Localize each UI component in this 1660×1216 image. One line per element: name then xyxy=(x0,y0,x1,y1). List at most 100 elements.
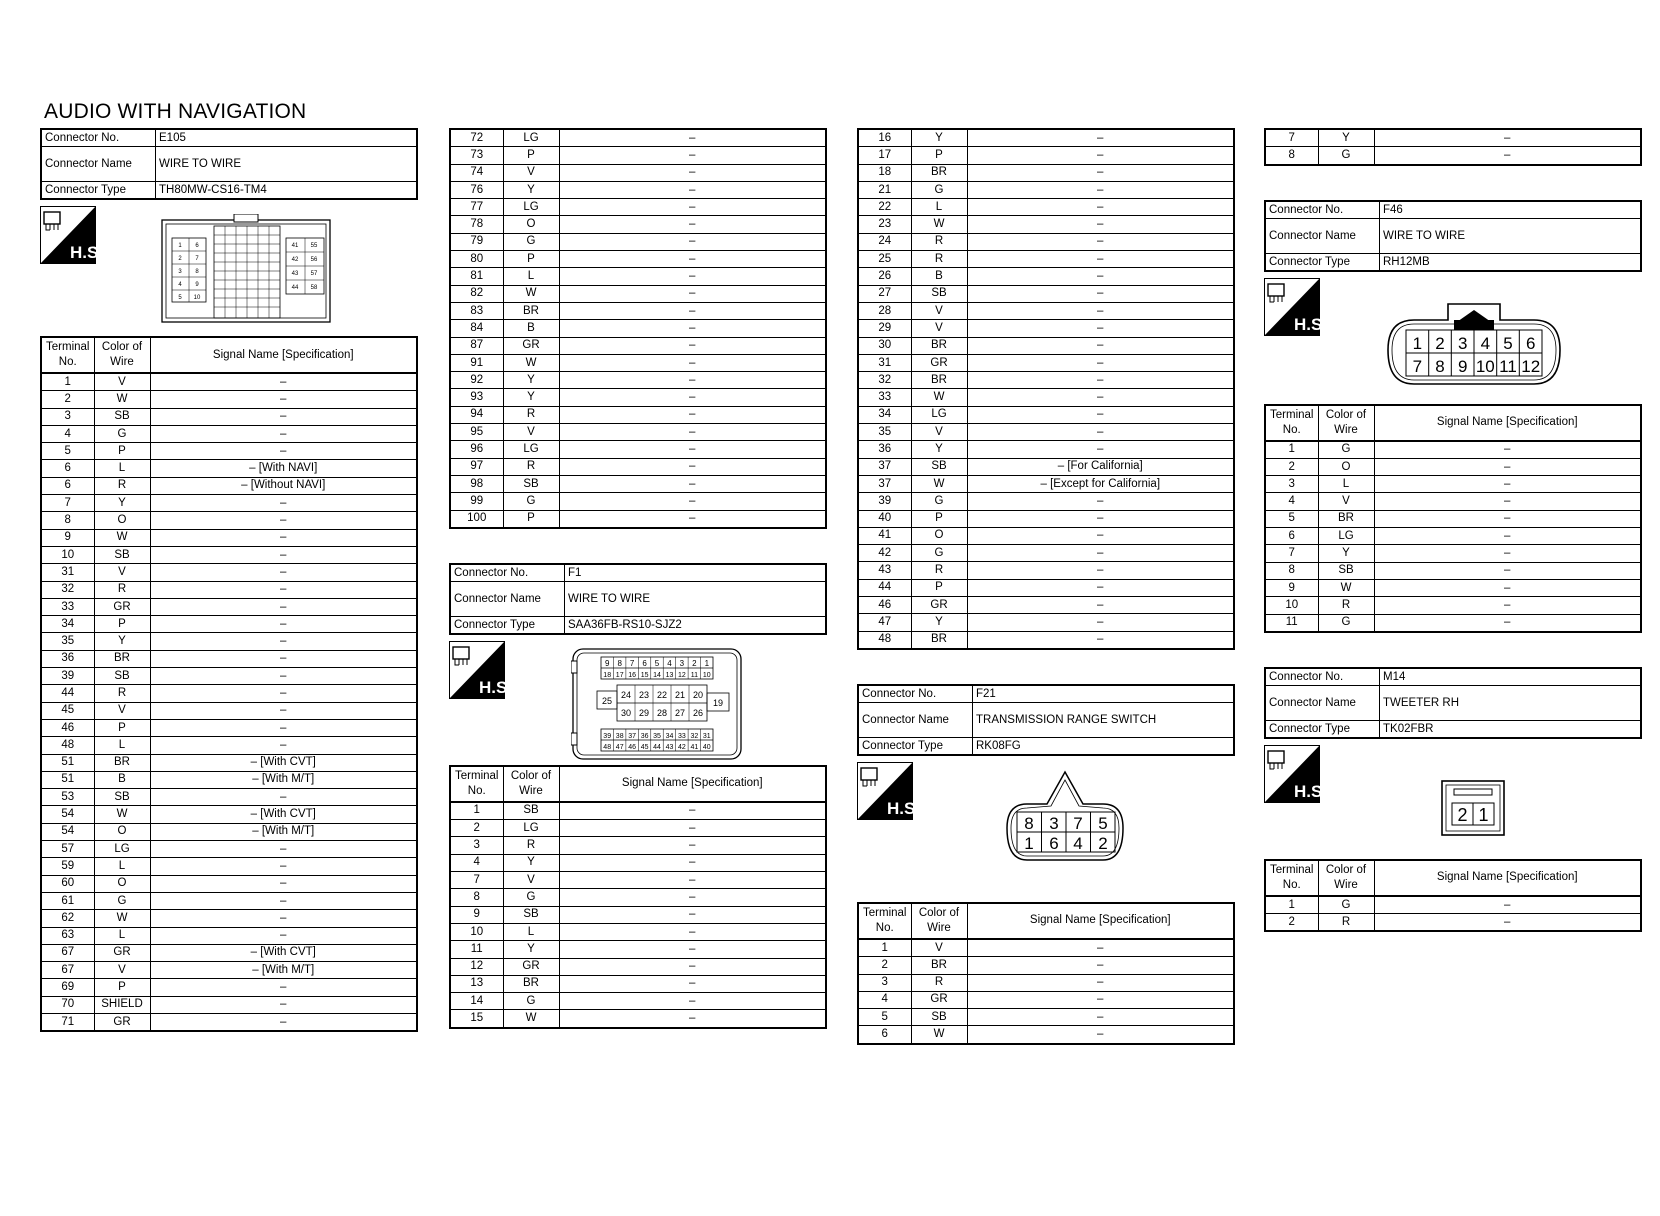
e105-pin: 56 xyxy=(311,257,318,263)
wire-color-cell: W xyxy=(910,1025,968,1045)
e105-pin: 55 xyxy=(311,243,318,249)
wire-color-cell: BR xyxy=(910,956,968,975)
wire-color-cell: GR xyxy=(910,990,968,1010)
terminal-no-cell: 1 xyxy=(449,801,504,821)
signal-name-cell: – xyxy=(966,613,1235,632)
signal-name-cell: – xyxy=(966,232,1235,252)
terminal-no-header: Terminal No. xyxy=(1264,404,1319,442)
signal-name-cell: – xyxy=(149,736,418,755)
signal-name-cell: – xyxy=(558,440,827,459)
signal-name-cell: – xyxy=(966,990,1235,1010)
wire-color-cell: L xyxy=(93,459,151,478)
f1-pin: 25 xyxy=(602,696,612,706)
signal-name-cell: – xyxy=(558,319,827,338)
signal-name-cell: – xyxy=(558,353,827,373)
signal-name-cell: – xyxy=(966,423,1235,442)
terminal-no-cell: 4 xyxy=(1264,492,1319,511)
e105-pin: 43 xyxy=(292,271,299,277)
terminal-no-cell: 95 xyxy=(449,423,504,442)
signal-name-cell: – xyxy=(966,1008,1235,1027)
hs-label: H.S. xyxy=(70,243,96,262)
signal-name-cell: – xyxy=(149,528,418,547)
terminal-no-cell: 1 xyxy=(40,372,95,392)
f21-pin: 3 xyxy=(1049,814,1058,833)
terminal-no-cell: 17 xyxy=(857,146,912,165)
signal-name-cell: – xyxy=(558,163,827,182)
connector-name-label: Connector Name xyxy=(857,701,973,738)
terminal-no-cell: 92 xyxy=(449,371,504,390)
color-of-wire-header: Color of Wire xyxy=(93,336,151,374)
wire-color-cell: BR xyxy=(93,753,151,772)
terminal-no-cell: 11 xyxy=(449,940,504,959)
wire-color-cell: G xyxy=(502,888,560,907)
connector-name-label: Connector Name xyxy=(1264,217,1380,254)
wire-color-cell: L xyxy=(1317,475,1375,494)
page-title: AUDIO WITH NAVIGATION xyxy=(44,100,307,123)
wire-color-cell: V xyxy=(93,372,151,392)
terminal-no-cell: 51 xyxy=(40,753,95,772)
signal-name-cell: – xyxy=(966,180,1235,200)
terminal-no-cell: 8 xyxy=(449,888,504,907)
terminal-no-cell: 1 xyxy=(857,938,912,958)
f1-pin: 23 xyxy=(639,690,649,700)
terminal-no-cell: 5 xyxy=(857,1008,912,1027)
f1-pin: 10 xyxy=(703,672,711,679)
terminal-no-cell: 29 xyxy=(857,319,912,338)
terminal-no-cell: 84 xyxy=(449,319,504,338)
wire-color-cell: SB xyxy=(502,474,560,494)
signal-name-cell: – [With CVT] xyxy=(149,805,418,824)
f46-pin: 6 xyxy=(1526,334,1535,353)
terminal-no-header: Terminal No. xyxy=(449,765,504,803)
hs-label: H.S. xyxy=(479,678,505,697)
f1-pin: 6 xyxy=(642,659,647,668)
harness-side-icon: H.S. xyxy=(857,761,913,820)
wire-color-cell: W xyxy=(910,474,968,494)
connector-diagram-f21: H.S. 8 3 7 5 1 6 4 2 xyxy=(857,756,1235,902)
terminal-no-cell: 59 xyxy=(40,857,95,876)
signal-name-cell: – xyxy=(966,973,1235,992)
signal-name-cell: – xyxy=(966,267,1235,286)
terminal-no-cell: 6 xyxy=(1264,527,1319,546)
f1-pin: 4 xyxy=(667,659,672,668)
terminal-no-cell: 35 xyxy=(857,423,912,442)
f1-pin: 22 xyxy=(657,690,667,700)
signal-name-cell: – xyxy=(966,956,1235,975)
terminal-no-cell: 6 xyxy=(40,476,95,496)
terminal-no-cell: 54 xyxy=(40,822,95,842)
terminal-no-cell: 14 xyxy=(449,992,504,1011)
wire-color-cell: V xyxy=(910,301,968,321)
connector-no-value: E105 xyxy=(155,128,418,147)
terminal-no-cell: 2 xyxy=(449,819,504,838)
terminal-no-cell: 2 xyxy=(40,390,95,409)
connector-name-value: WIRE TO WIRE xyxy=(564,580,827,617)
signal-name-header: Signal Name [Specification] xyxy=(558,765,827,803)
signal-name-cell: – xyxy=(149,424,418,444)
signal-name-cell: – xyxy=(149,649,418,669)
connector-name-value: WIRE TO WIRE xyxy=(155,146,418,182)
f1-pin: 15 xyxy=(641,672,649,679)
wire-color-cell: W xyxy=(502,353,560,373)
terminal-no-cell: 72 xyxy=(449,128,504,148)
signal-name-cell: – xyxy=(966,1025,1235,1045)
terminal-no-cell: 5 xyxy=(40,442,95,461)
terminal-no-cell: 3 xyxy=(40,407,95,426)
signal-name-cell: – xyxy=(966,509,1235,528)
